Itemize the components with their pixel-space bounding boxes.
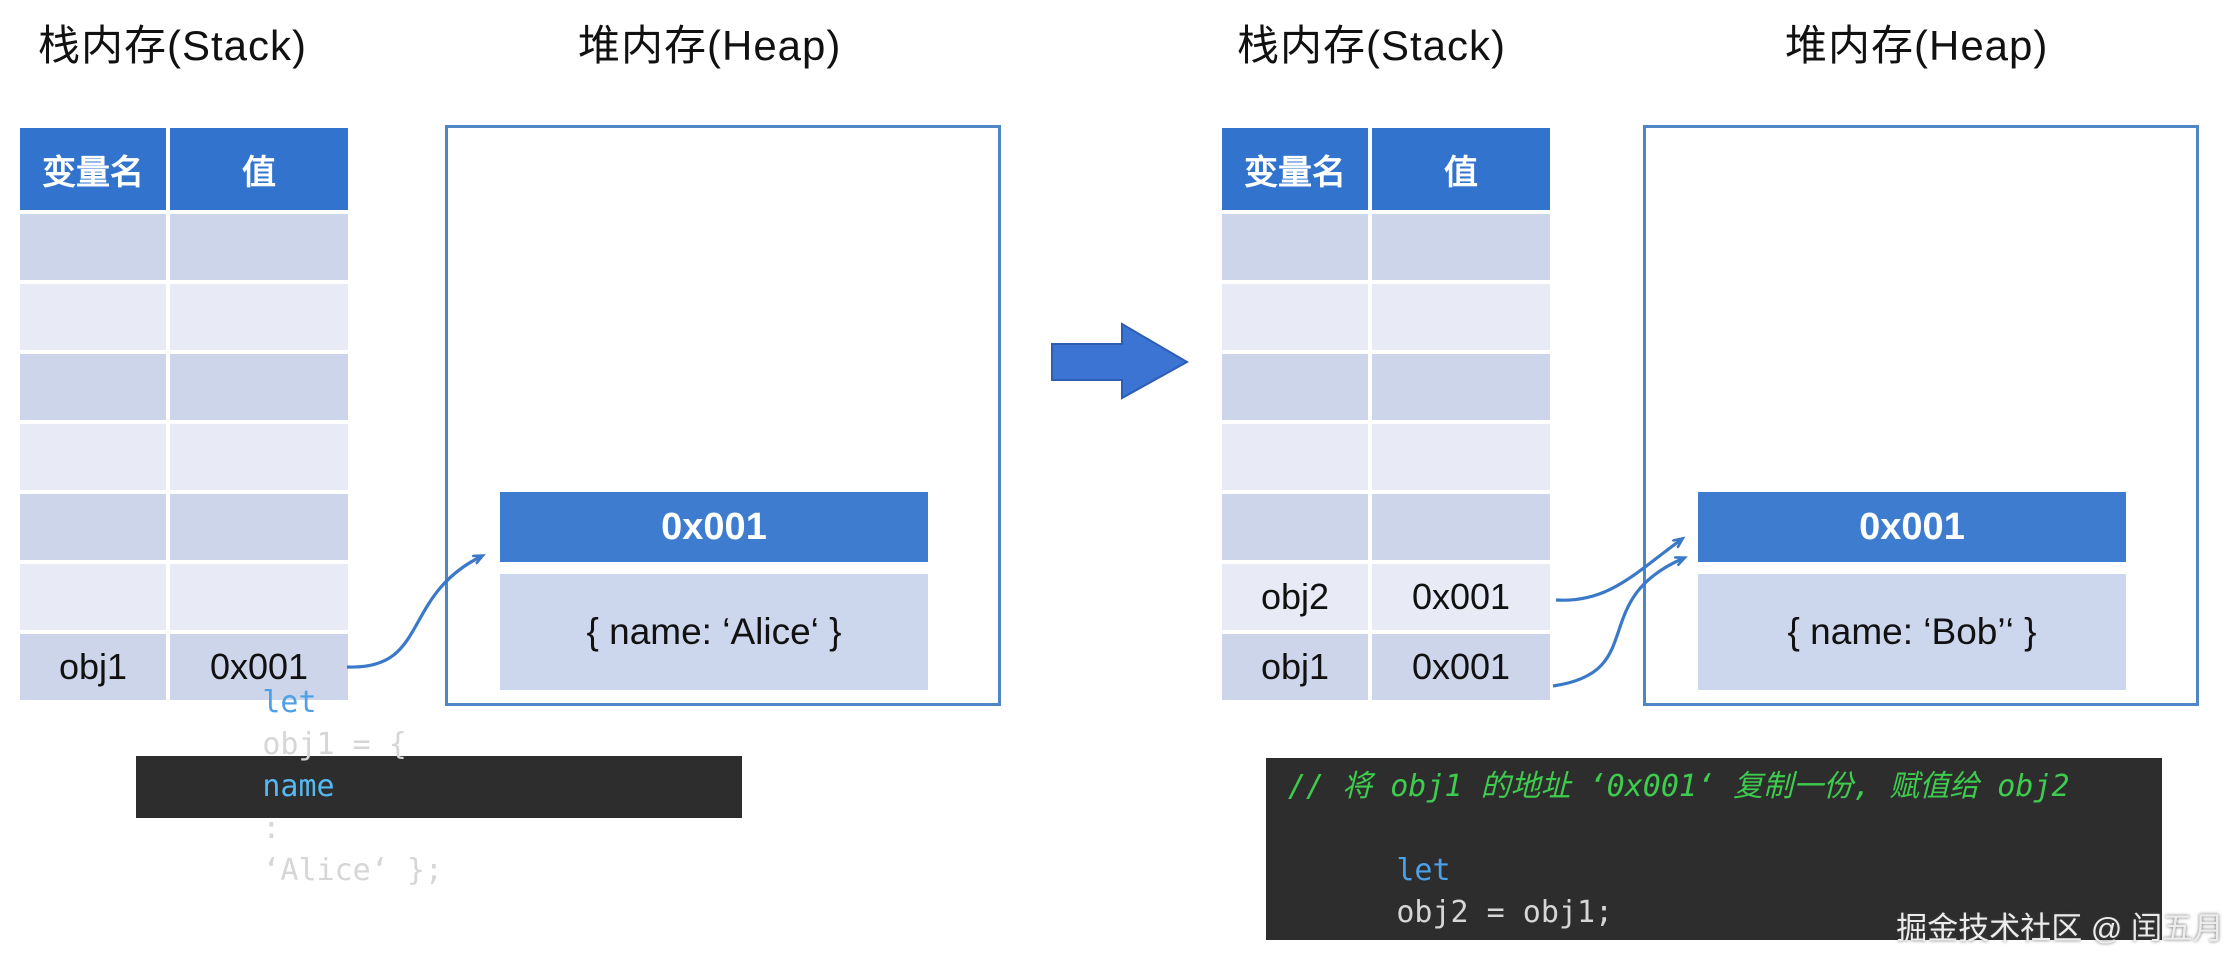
- stack-value-obj1-cell: 0x001: [1372, 634, 1550, 700]
- code-text: obj1 = {: [262, 727, 425, 762]
- code-property: name: [262, 769, 335, 804]
- table-cell: [20, 354, 166, 420]
- table-cell: [1222, 284, 1368, 350]
- table-cell: [1222, 494, 1368, 560]
- heap-object-value: { name: ‘Alice‘ }: [500, 574, 928, 690]
- table-cell: [1222, 354, 1368, 420]
- table-cell: [1222, 214, 1368, 280]
- table-cell: [1372, 284, 1550, 350]
- table-cell: [1372, 354, 1550, 420]
- code-line: let obj1 = { name : ‘Alice‘ };: [154, 640, 443, 934]
- table-cell: [1372, 424, 1550, 490]
- code-block-right: // 将 obj1 的地址 ‘0x001‘ 复制一份, 赋值给 obj2 let…: [1266, 758, 2162, 940]
- right-heap-title: 堆内存(Heap): [1785, 22, 2049, 69]
- table-cell: [20, 284, 166, 350]
- table-cell: [20, 214, 166, 280]
- left-heap-title: 堆内存(Heap): [578, 22, 842, 69]
- code-comment-line: // 将 obj1 的地址 ‘0x001‘ 复制一份, 赋值给 obj2: [1288, 769, 2070, 804]
- left-stack-title: 栈内存(Stack): [38, 22, 308, 69]
- column-header-value: 值: [170, 128, 348, 210]
- table-cell: [20, 494, 166, 560]
- right-stack-title: 栈内存(Stack): [1237, 22, 1507, 69]
- column-header-value: 值: [1372, 128, 1550, 210]
- table-cell: [170, 214, 348, 280]
- left-heap-box: 0x001 { name: ‘Alice‘ }: [445, 125, 1001, 706]
- stack-var-obj1-cell: obj1: [1222, 634, 1368, 700]
- table-cell: [20, 424, 166, 490]
- table-cell: [170, 424, 348, 490]
- heap-address-header: 0x001: [1698, 492, 2126, 562]
- code-keyword: let: [262, 685, 335, 720]
- heap-address-header: 0x001: [500, 492, 928, 562]
- table-cell: [1372, 214, 1550, 280]
- code-line: let obj2 = obj1;: [1288, 808, 2140, 968]
- left-stack-table: 变量名 值 obj1 0x001: [20, 128, 348, 700]
- stack-var-obj2-cell: obj2: [1222, 564, 1368, 630]
- table-cell: [1372, 494, 1550, 560]
- code-text: :: [262, 811, 299, 846]
- table-cell: [170, 494, 348, 560]
- code-keyword: let: [1396, 853, 1469, 888]
- column-header-variable: 变量名: [1222, 128, 1368, 210]
- table-cell: [170, 284, 348, 350]
- code-string: ‘Alice‘ };: [262, 853, 443, 888]
- heap-object-value: { name: ‘Bob’‘ }: [1698, 574, 2126, 690]
- stack-value-obj2-cell: 0x001: [1372, 564, 1550, 630]
- table-cell: [20, 564, 166, 630]
- table-cell: [170, 354, 348, 420]
- code-block-left: let obj1 = { name : ‘Alice‘ };: [136, 685, 742, 888]
- stack-value-obj1-cell: 0x001: [170, 634, 348, 700]
- right-block-arrow-icon: [1051, 322, 1190, 400]
- table-cell: [170, 564, 348, 630]
- right-heap-box: 0x001 { name: ‘Bob’‘ }: [1643, 125, 2199, 706]
- right-stack-table: 变量名 值 obj2 0x001 obj1 0x001: [1222, 128, 1550, 700]
- watermark: 掘金技术社区 @ 闰五月: [1896, 911, 2224, 946]
- code-text: obj2 = obj1;: [1396, 895, 1614, 930]
- stack-var-obj1-cell: obj1: [20, 634, 166, 700]
- column-header-variable: 变量名: [20, 128, 166, 210]
- table-cell: [1222, 424, 1368, 490]
